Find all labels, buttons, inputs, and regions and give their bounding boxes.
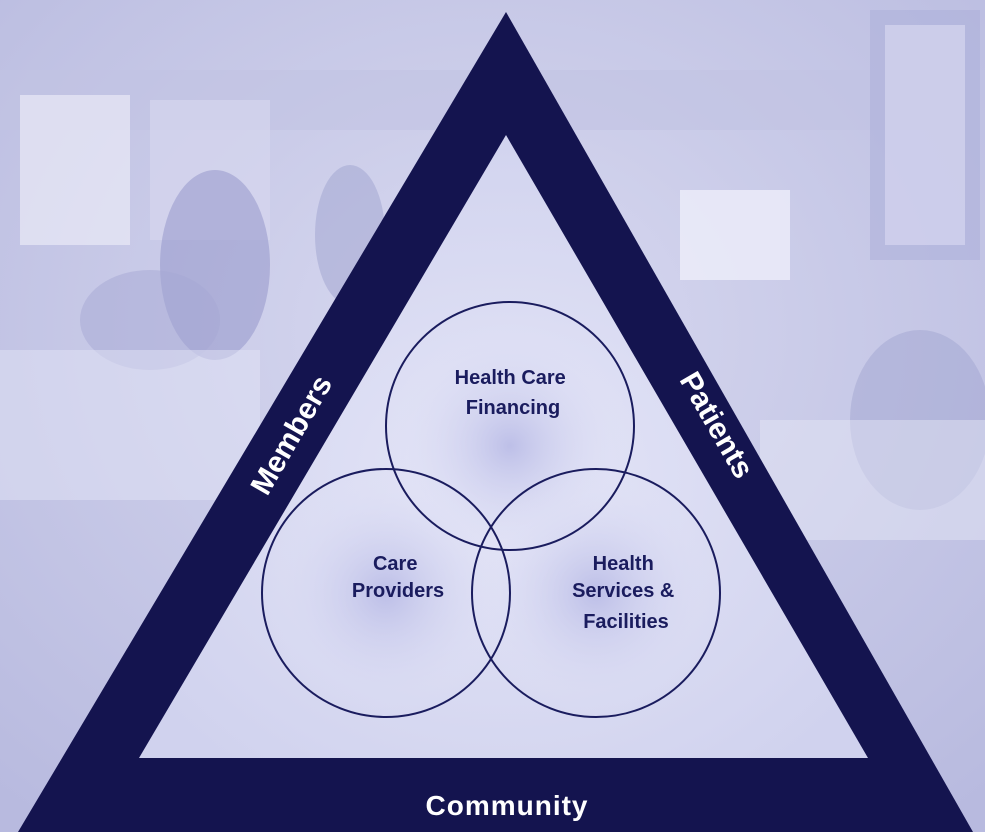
care-providers-label: Care Providers	[352, 553, 444, 602]
community-label: Community	[426, 790, 589, 821]
venn-circles	[261, 301, 721, 718]
care-providers-circle	[261, 468, 511, 718]
health-services-circle	[471, 468, 721, 718]
health-care-financing-label: Health Care Financing	[455, 367, 572, 419]
health-care-financing-circle	[385, 301, 635, 551]
health-services-label: Health Services & Facilities	[572, 553, 680, 633]
